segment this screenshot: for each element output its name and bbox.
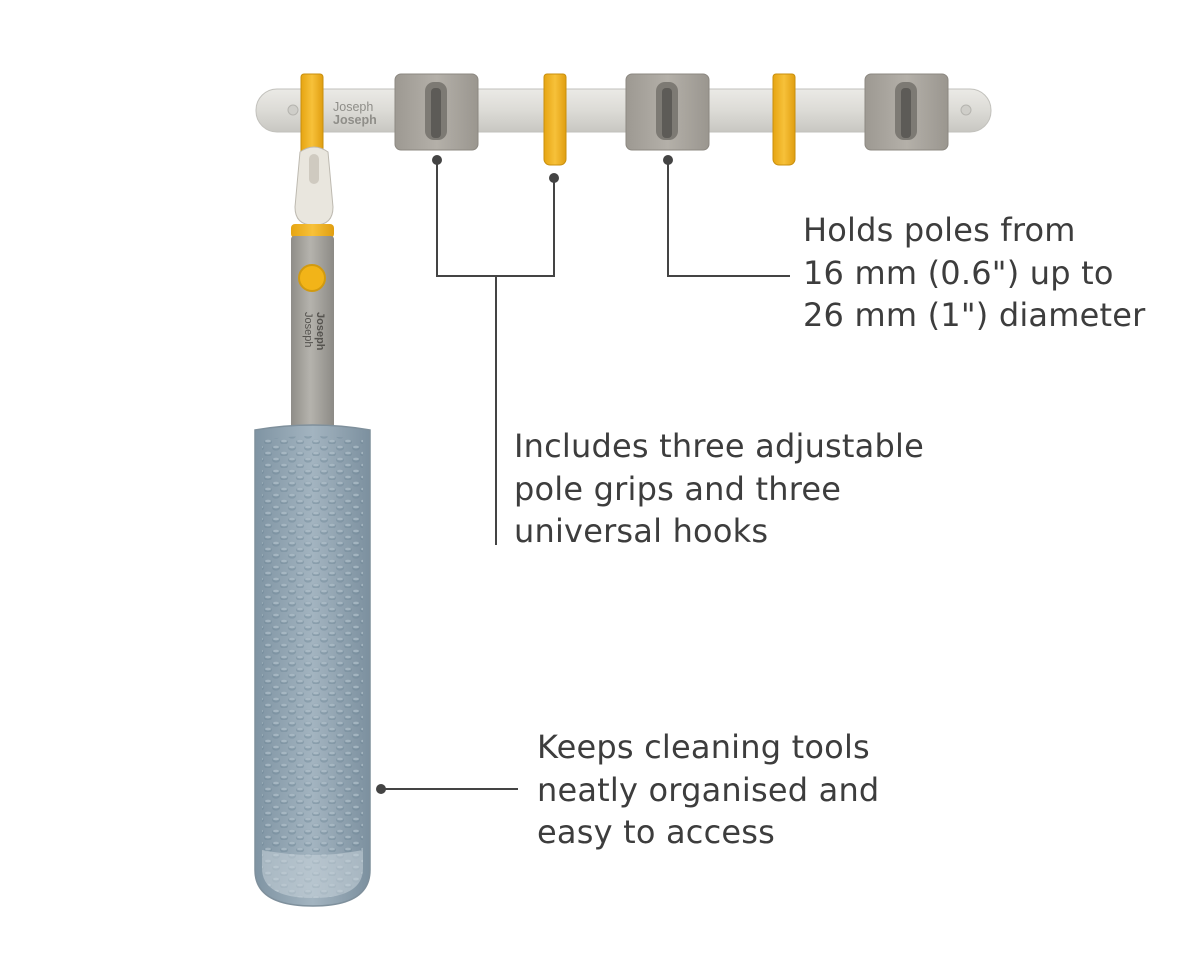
svg-text:Joseph: Joseph	[314, 312, 326, 351]
leader-lines	[381, 160, 790, 790]
callout-line: Holds poles from	[803, 211, 1076, 249]
pole-grip-2	[625, 73, 710, 151]
tool-collar	[291, 224, 334, 238]
screw-cap-right	[960, 104, 972, 116]
release-button	[298, 264, 326, 292]
callout-organised: Keeps cleaning tools neatly organised an…	[537, 726, 879, 854]
callout-line: pole grips and three	[514, 469, 842, 508]
callout-line: Includes three adjustable	[514, 427, 924, 465]
pole-grip-3	[864, 73, 949, 151]
universal-hook-2	[543, 73, 567, 166]
pole-grip-1	[394, 73, 479, 151]
callout-line: universal hooks	[514, 512, 769, 550]
tool-hanging-cap	[294, 146, 334, 226]
callout-line: Keeps cleaning tools	[537, 728, 870, 766]
leader-line-pole-size	[667, 160, 790, 277]
leader-line-grips-hooks	[436, 160, 555, 277]
callout-pole-size: Holds poles from 16 mm (0.6") up to 26 m…	[803, 209, 1146, 337]
universal-hook-3	[772, 73, 796, 166]
callout-line: 26 mm (1") diameter	[803, 296, 1146, 334]
callout-grips-hooks: Includes three adjustable pole grips and…	[514, 425, 924, 553]
svg-text:Joseph: Joseph	[333, 113, 377, 127]
handle-logo: Joseph Joseph	[302, 312, 326, 351]
screw-cap-left	[287, 104, 299, 116]
cleaning-tool: Joseph Joseph	[254, 146, 371, 907]
callout-line: 16 mm (0.6") up to	[803, 253, 1114, 292]
rail-logo: Joseph Joseph	[333, 100, 377, 127]
svg-text:Joseph: Joseph	[302, 312, 314, 347]
leader-dots	[376, 155, 673, 794]
callout-line: neatly organised and	[537, 770, 880, 809]
svg-text:Joseph: Joseph	[333, 100, 373, 114]
callout-line: easy to access	[537, 813, 776, 851]
